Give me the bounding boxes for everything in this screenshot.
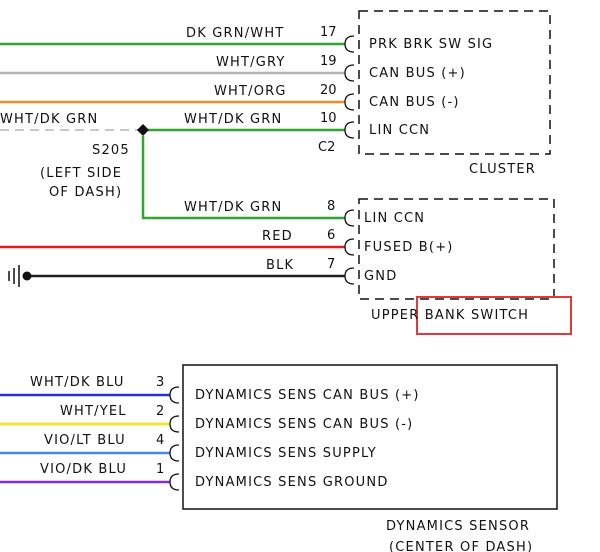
connector-bracket bbox=[344, 121, 355, 139]
signal-lin-ccn-switch: LIN CCN bbox=[364, 211, 425, 226]
upper-bank-switch-box bbox=[358, 198, 555, 300]
dynamics-sensor-box bbox=[182, 364, 558, 510]
connector-bracket bbox=[169, 444, 180, 462]
ground-icon bbox=[8, 265, 32, 287]
signal-can-bus-plus: CAN BUS (+) bbox=[369, 66, 466, 81]
highlight-box bbox=[416, 296, 572, 335]
upper-bank-switch-label: UPPER BANK SWITCH bbox=[371, 308, 529, 323]
dynamics-sensor-label: DYNAMICS SENSOR bbox=[386, 519, 530, 534]
splice-id: S205 bbox=[92, 143, 130, 158]
connector-bracket bbox=[344, 64, 355, 82]
upper-bank-switch-section: WHT/DK GRN RED BLK 8 6 7 LIN CCN FUSED B… bbox=[0, 198, 572, 335]
signal-dyn-supply: DYNAMICS SENS SUPPLY bbox=[195, 446, 377, 461]
pin-number-7: 7 bbox=[327, 257, 335, 272]
wire-label-wht-gry: WHT/GRY bbox=[216, 55, 286, 70]
wire-label-dk-grn-wht: DK GRN/WHT bbox=[186, 26, 284, 41]
pin-number-10: 10 bbox=[320, 111, 337, 126]
wire-label-wht-dk-grn-cluster: WHT/DK GRN bbox=[184, 112, 282, 127]
connector-bracket bbox=[344, 267, 355, 285]
wire-label-wht-dk-blu: WHT/DK BLU bbox=[30, 375, 125, 390]
wire-wht-dk-grn-branch bbox=[141, 136, 345, 220]
connector-bracket bbox=[344, 35, 355, 53]
cluster-label: CLUSTER bbox=[469, 162, 536, 177]
connector-bracket bbox=[344, 209, 355, 227]
signal-dyn-can-bus-minus: DYNAMICS SENS CAN BUS (-) bbox=[195, 417, 413, 432]
splice-location-line2: OF DASH) bbox=[49, 185, 122, 200]
pin-number-8: 8 bbox=[327, 199, 335, 214]
signal-dyn-can-bus-plus: DYNAMICS SENS CAN BUS (+) bbox=[195, 388, 420, 403]
signal-fused-b-plus: FUSED B(+) bbox=[364, 240, 454, 255]
pin-number-4: 4 bbox=[156, 433, 164, 448]
connector-bracket bbox=[344, 238, 355, 256]
wire-label-vio-dk-blu: VIO/DK BLU bbox=[40, 462, 127, 477]
connector-bracket bbox=[169, 386, 180, 404]
wire-label-wht-org: WHT/ORG bbox=[214, 84, 287, 99]
connector-bracket bbox=[169, 473, 180, 491]
pin-number-17: 17 bbox=[320, 25, 337, 40]
pin-number-2: 2 bbox=[156, 404, 164, 419]
signal-can-bus-minus: CAN BUS (-) bbox=[369, 95, 460, 110]
cluster-module-box bbox=[358, 10, 551, 155]
signal-gnd: GND bbox=[364, 269, 397, 284]
splice-s205: S205 (LEFT SIDE OF DASH) bbox=[40, 136, 345, 220]
dynamics-sensor-location: (CENTER OF DASH) bbox=[389, 540, 533, 552]
wire-label-splice-left: WHT/DK GRN bbox=[0, 112, 98, 127]
dynamics-sensor-section: WHT/DK BLU WHT/YEL VIO/LT BLU VIO/DK BLU… bbox=[0, 364, 558, 552]
splice-location-line1: (LEFT SIDE bbox=[40, 166, 122, 181]
splice-s205-dot bbox=[137, 124, 149, 136]
signal-prk-brk-sw-sig: PRK BRK SW SIG bbox=[369, 37, 493, 52]
wire-label-vio-lt-blu: VIO/LT BLU bbox=[44, 433, 126, 448]
connector-bracket bbox=[169, 415, 180, 433]
wire-label-wht-yel: WHT/YEL bbox=[60, 404, 127, 419]
connector-bracket bbox=[344, 93, 355, 111]
pin-number-3: 3 bbox=[156, 375, 164, 390]
pin-number-20: 20 bbox=[320, 83, 337, 98]
pin-number-6: 6 bbox=[327, 228, 335, 243]
signal-lin-ccn-cluster: LIN CCN bbox=[369, 123, 430, 138]
connector-label-c2: C2 bbox=[318, 140, 335, 155]
wire-label-blk: BLK bbox=[266, 258, 294, 273]
cluster-section: DK GRN/WHT WHT/GRY WHT/ORG WHT/DK GRN WH… bbox=[0, 10, 551, 177]
signal-dyn-ground: DYNAMICS SENS GROUND bbox=[195, 475, 389, 490]
pin-number-1: 1 bbox=[156, 462, 164, 477]
wire-label-red: RED bbox=[262, 229, 293, 244]
pin-number-19: 19 bbox=[320, 54, 337, 69]
wire-label-wht-dk-grn-switch: WHT/DK GRN bbox=[184, 200, 282, 215]
